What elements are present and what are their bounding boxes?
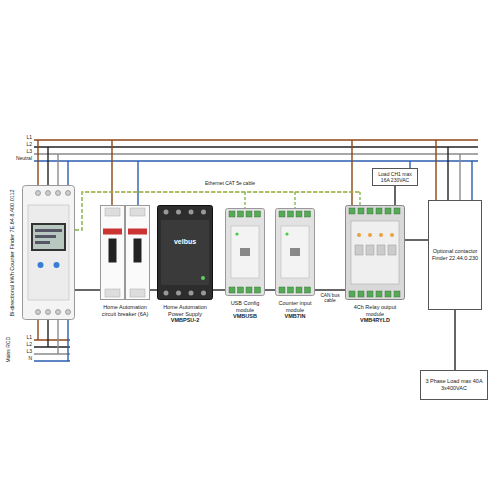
l2-drop bbox=[447, 147, 448, 200]
module-name: Home Automation Power Supply bbox=[157, 304, 213, 317]
ethernet-drop bbox=[294, 192, 295, 208]
neutral-drop bbox=[137, 161, 138, 205]
ethernet-drop bbox=[359, 192, 360, 205]
module-name: Optional contactor Finder 22.44.0.230 bbox=[431, 248, 479, 261]
l3-wire bbox=[34, 353, 70, 355]
neutral-drop bbox=[409, 161, 410, 168]
l1-rise bbox=[37, 320, 38, 340]
din-module: Home Automation Power SupplyVMBPSU-2 bbox=[157, 205, 213, 300]
module-caption: Bi-directional kWh Counter Finder 7E.64.… bbox=[9, 188, 16, 317]
l3-wire bbox=[34, 153, 478, 155]
module-name: 4Ch Relay output module bbox=[345, 304, 405, 317]
module-name: USB Config module bbox=[221, 300, 269, 313]
bus-connector bbox=[454, 310, 456, 370]
l1-drop bbox=[111, 140, 112, 205]
bus-connector bbox=[213, 289, 225, 291]
module-name: Home Automation circuit breaker (6A) bbox=[97, 304, 153, 317]
module-caption: Counter input moduleVMB7IN bbox=[271, 300, 319, 320]
din-module: USB Config moduleVMBUSB bbox=[225, 208, 265, 296]
brk-device bbox=[100, 205, 150, 300]
model-code: VMB4RYLD bbox=[345, 317, 405, 324]
neutral-rise bbox=[67, 320, 68, 361]
module-name: Counter input module bbox=[271, 300, 319, 313]
phase-label: L2 bbox=[26, 142, 32, 148]
module-name: 3 Phase Load max 40A 3x400VAC bbox=[423, 378, 485, 391]
l1-drop bbox=[37, 140, 38, 185]
module-caption: USB Config moduleVMBUSB bbox=[221, 300, 269, 320]
module-caption: Home Automation Power SupplyVMBPSU-2 bbox=[157, 304, 213, 324]
phase-label: L2 bbox=[26, 342, 32, 348]
module-caption: 4Ch Relay output moduleVMB4RYLD bbox=[345, 304, 405, 324]
psu-device bbox=[157, 205, 213, 300]
rel-device bbox=[345, 205, 405, 300]
module-name: Bi-directional kWh Counter Finder 7E.64.… bbox=[9, 188, 16, 317]
din-module: Counter input moduleVMB7IN bbox=[275, 208, 315, 296]
bus-connector bbox=[150, 289, 157, 291]
module-name: Load CH1 max 16A 230VAC bbox=[375, 171, 415, 183]
phase-label: L1 bbox=[26, 335, 32, 341]
bus-connector bbox=[75, 289, 100, 291]
l1-wire bbox=[34, 139, 478, 141]
neutral-wire bbox=[34, 360, 70, 362]
din-module: Bi-directional kWh Counter Finder 7E.64.… bbox=[22, 185, 75, 320]
phase-label: L1 bbox=[26, 135, 32, 141]
cable-label: Ethernet CAT 5e cable bbox=[203, 181, 257, 187]
neutral-drop bbox=[471, 161, 472, 200]
module-caption: Home Automation circuit breaker (6A) bbox=[97, 304, 153, 317]
bus-connector bbox=[265, 289, 275, 291]
bus-connector bbox=[405, 239, 428, 241]
din-module: 4Ch Relay output moduleVMB4RYLD bbox=[345, 205, 405, 300]
bus-connector bbox=[315, 289, 345, 291]
neutral-wire bbox=[34, 160, 478, 162]
l3-drop bbox=[57, 154, 58, 185]
kwh-device bbox=[22, 185, 75, 320]
l2-rise bbox=[47, 320, 48, 347]
l1-drop bbox=[351, 140, 352, 205]
din-module: Home Automation circuit breaker (6A) bbox=[100, 205, 150, 300]
ethernet-drop bbox=[244, 192, 245, 208]
phase-label: Neutral bbox=[16, 156, 32, 162]
l3-drop bbox=[459, 154, 460, 200]
l1-wire bbox=[34, 339, 70, 341]
phase-label: L3 bbox=[26, 349, 32, 355]
load-box: Load CH1 max 16A 230VAC bbox=[372, 168, 418, 186]
mod-device bbox=[225, 208, 265, 296]
model-code: VMBPSU-2 bbox=[157, 317, 213, 324]
brand-logo: velbus bbox=[174, 238, 196, 246]
l2-wire bbox=[34, 346, 70, 348]
bus-connector bbox=[394, 186, 396, 205]
l2-wire bbox=[34, 146, 478, 148]
neutral-drop bbox=[67, 161, 68, 185]
phase-label: L3 bbox=[26, 149, 32, 155]
edge-label: CAN bus cable bbox=[318, 293, 342, 304]
mod-device bbox=[275, 208, 315, 296]
l2-drop bbox=[47, 147, 48, 185]
load-box: Optional contactor Finder 22.44.0.230 bbox=[428, 200, 482, 310]
source-label: Mains RCD bbox=[6, 337, 12, 363]
load-box: 3 Phase Load max 40A 3x400VAC bbox=[420, 370, 488, 400]
l1-drop bbox=[435, 140, 436, 200]
model-code: VMB7IN bbox=[271, 313, 319, 320]
phase-label: N bbox=[28, 356, 32, 362]
l3-rise bbox=[57, 320, 58, 354]
model-code: VMBUSB bbox=[221, 313, 269, 320]
ethernet-cable-stripe bbox=[82, 192, 360, 193]
